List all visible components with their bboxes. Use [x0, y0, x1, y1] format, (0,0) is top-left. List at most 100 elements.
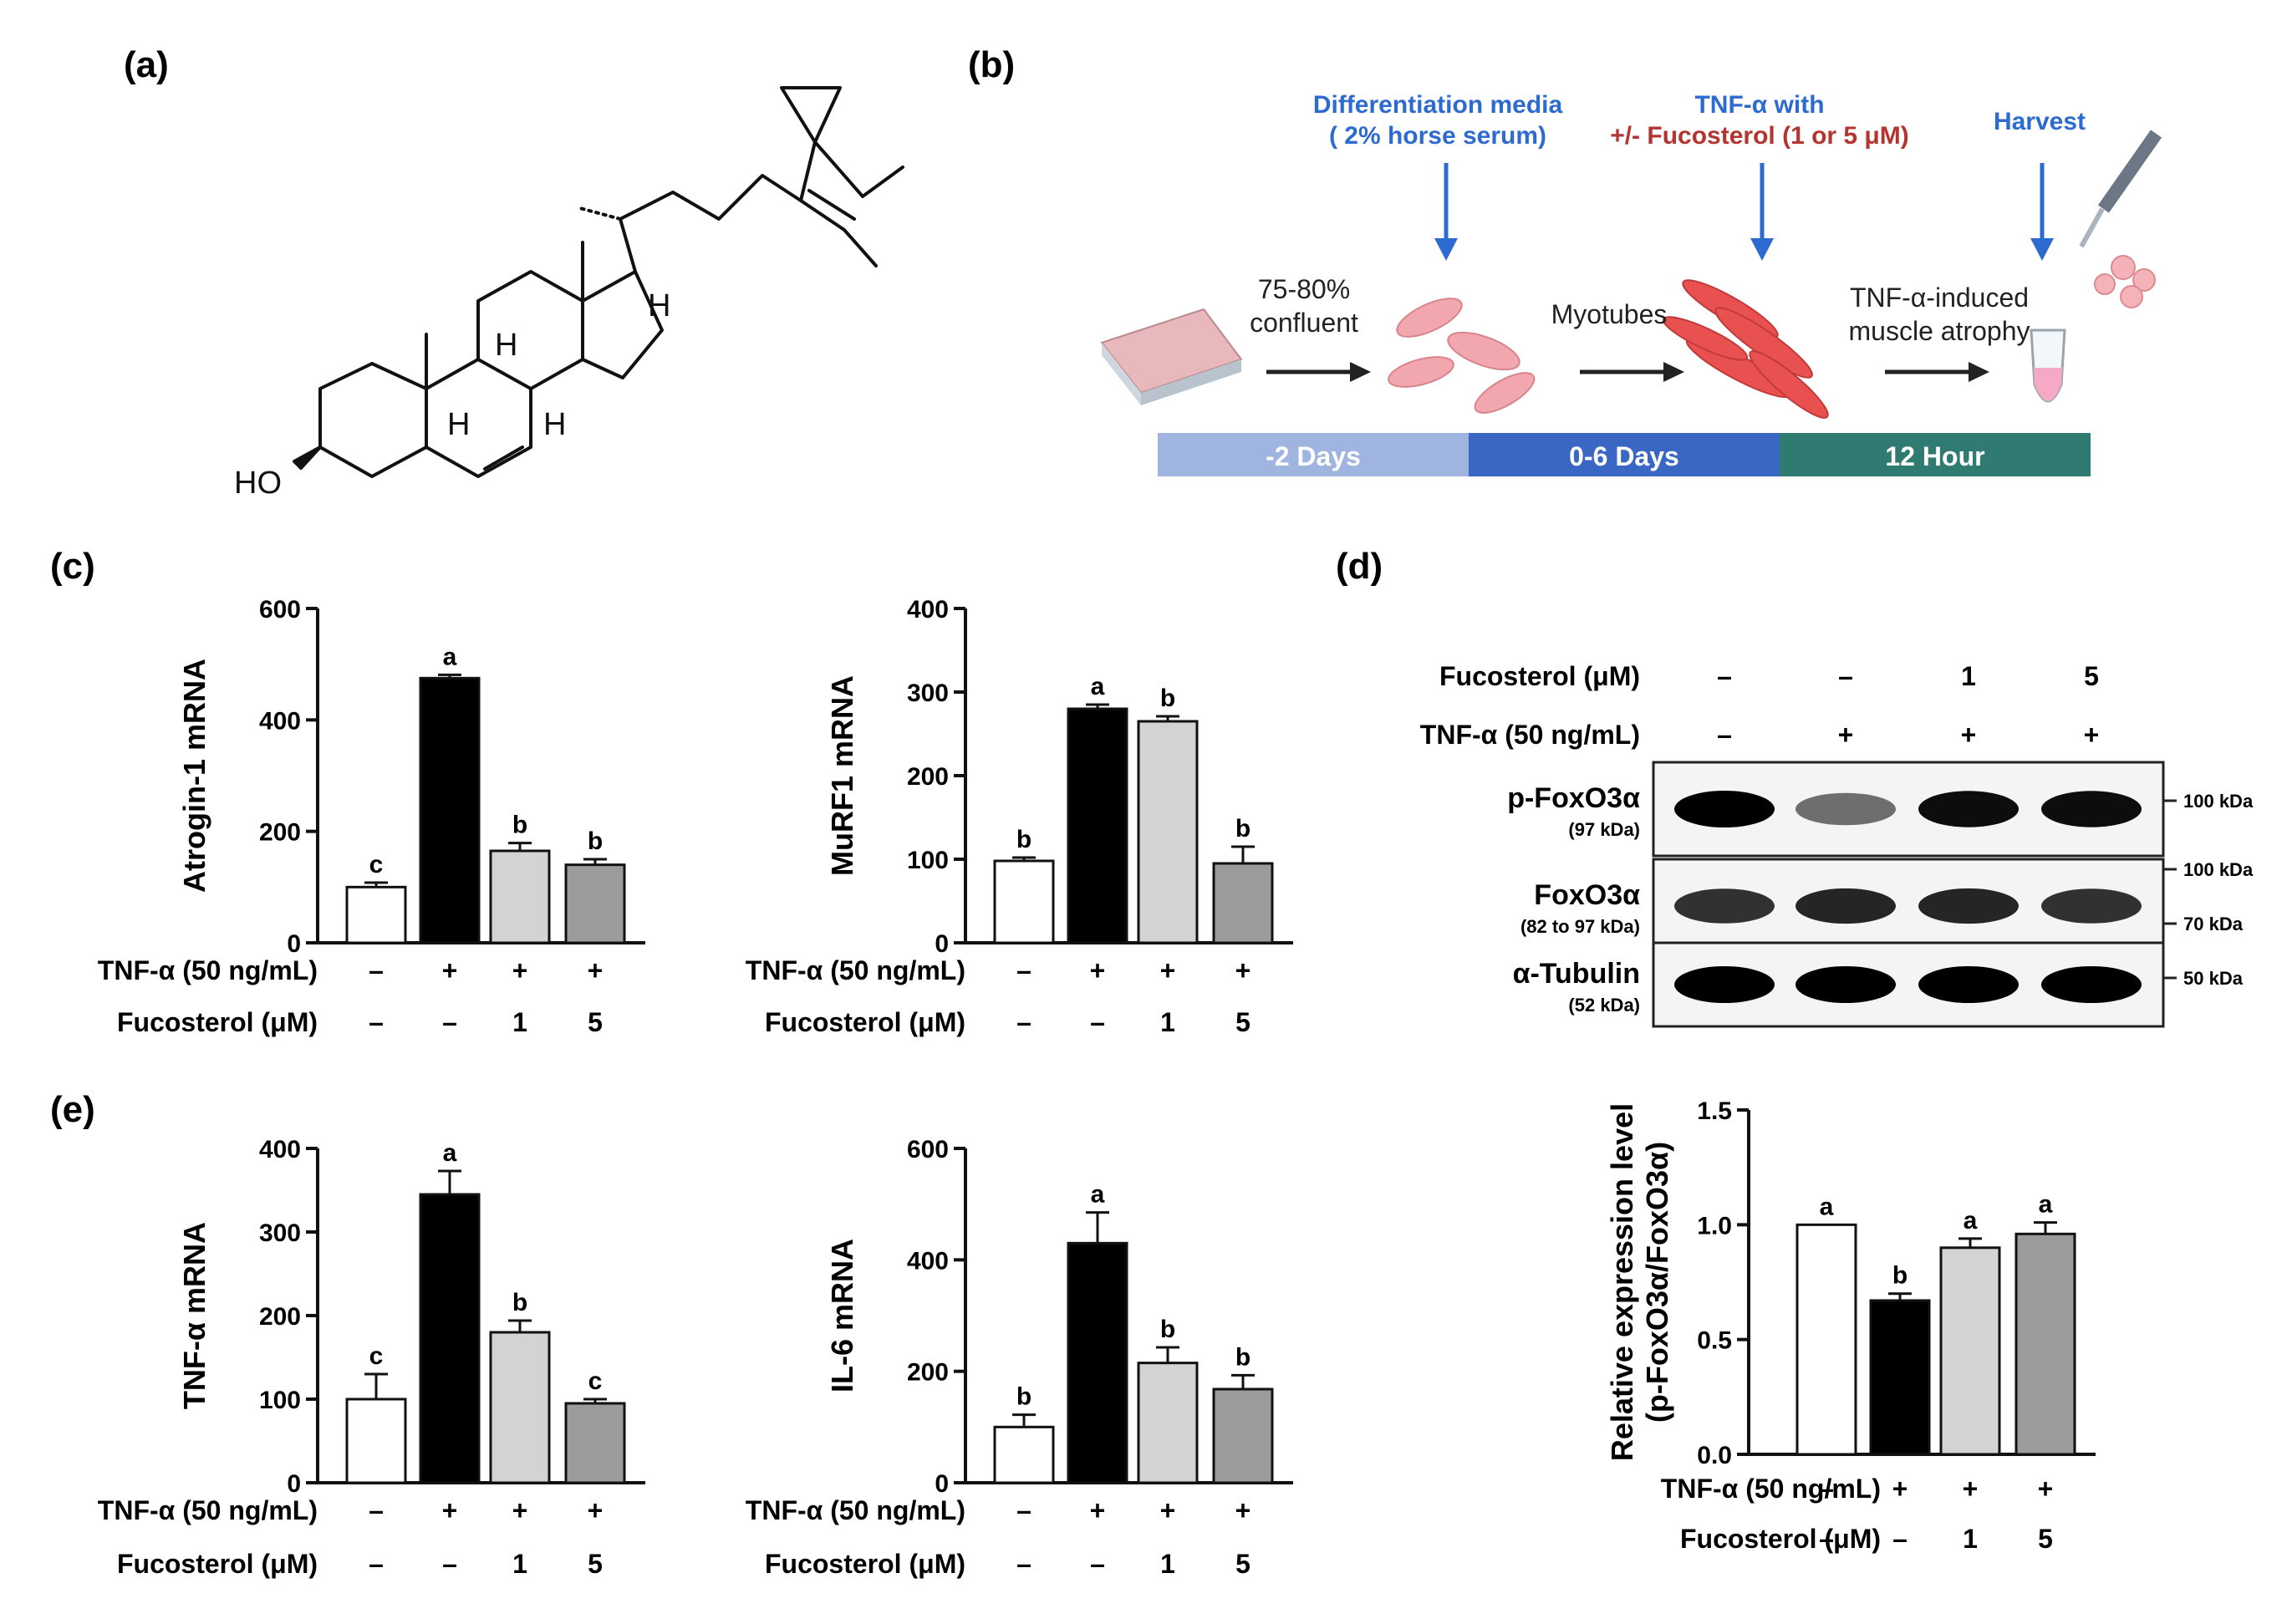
- ring-d: [581, 270, 664, 379]
- tnf-condition-value: +: [442, 955, 458, 985]
- y-tick-label: 0: [935, 930, 949, 958]
- y-tick-label: 0: [287, 930, 301, 958]
- wb-fucosterol-label: Fucosterol (μM): [1439, 661, 1640, 691]
- significance-letter: b: [1160, 685, 1175, 712]
- fucosterol-condition-value: –: [1892, 1524, 1908, 1554]
- panel-label-b: (b): [968, 44, 1015, 85]
- double-bond: [483, 445, 524, 471]
- significance-letter: c: [369, 1342, 384, 1370]
- blot-band: [1795, 792, 1896, 826]
- blot-protein-label: α-Tubulin: [1513, 958, 1640, 990]
- blot-band: [1674, 791, 1775, 827]
- timeline-label-2: 0-6 Days: [1569, 441, 1679, 471]
- y-axis-label: MuRF1 mRNA: [825, 675, 859, 876]
- diff-media-line2: ( 2% horse serum): [1329, 122, 1546, 150]
- methyl-21: [575, 206, 622, 221]
- y-tick-label: 1.5: [1697, 1097, 1732, 1125]
- ho-wedge: [293, 445, 322, 470]
- timeline-bar: -2 Days 0-6 Days 12 Hour: [1158, 433, 2091, 476]
- y-axis-label: Relative expression level: [1605, 1103, 1639, 1461]
- step2-label: Myotubes: [1551, 299, 1668, 329]
- tnf-condition-value: –: [1016, 955, 1031, 985]
- y-tick-label: 400: [259, 1136, 301, 1163]
- bar: [1067, 707, 1128, 944]
- significance-letter: b: [1892, 1262, 1908, 1290]
- bar: [489, 849, 551, 944]
- blot-size-label: (97 kDa): [1568, 819, 1640, 840]
- bar: [419, 676, 481, 944]
- marker-label: 50 kDa: [2183, 968, 2244, 989]
- wb-tnf-value: –: [1717, 720, 1732, 750]
- tnf-condition-label: TNF-α (50 ng/mL): [746, 955, 965, 985]
- significance-letter: b: [1016, 1383, 1031, 1411]
- fucosterol-condition-value: –: [1016, 1549, 1031, 1579]
- bar: [2014, 1232, 2076, 1456]
- bar: [993, 859, 1055, 944]
- tnf-condition-value: +: [1963, 1474, 1979, 1504]
- fucosterol-condition-value: 1: [512, 1549, 527, 1579]
- tnf-condition-value: –: [369, 1495, 384, 1525]
- timeline-label-3: 12 Hour: [1885, 441, 1984, 471]
- harvest-label: Harvest: [1994, 108, 2086, 135]
- fucosterol-structure: [293, 86, 904, 478]
- significance-letter: b: [1160, 1316, 1175, 1343]
- blot-band: [1918, 966, 2019, 1003]
- blot-band: [1674, 888, 1775, 924]
- y-tick-label: 300: [907, 680, 949, 707]
- fucosterol-condition-value: 5: [588, 1007, 603, 1037]
- bar: [1137, 1362, 1199, 1484]
- significance-letter: a: [443, 1139, 457, 1167]
- timeline-label-1: -2 Days: [1266, 441, 1361, 471]
- y-tick-label: 1.0: [1697, 1212, 1732, 1240]
- western-blot: Fucosterol (μM)TNF-α (50 ng/mL)–––+1+5+p…: [1420, 661, 2254, 1028]
- tnf-condition-label: TNF-α (50 ng/mL): [1661, 1474, 1881, 1504]
- wb-tnf-label: TNF-α (50 ng/mL): [1420, 720, 1640, 750]
- tnf-condition-value: +: [1892, 1474, 1908, 1504]
- y-tick-label: 300: [259, 1219, 301, 1247]
- fucosterol-condition-value: 1: [1963, 1524, 1978, 1554]
- bar: [345, 885, 407, 944]
- h-label-8: H: [495, 328, 517, 363]
- significance-letter: b: [1016, 826, 1031, 853]
- structure-labels: HO H H H H: [234, 288, 670, 501]
- y-axis-label: Atrogin-1 mRNA: [177, 659, 211, 893]
- diff-media-line1: Differentiation media: [1313, 91, 1563, 119]
- tnf-condition-value: +: [588, 1495, 604, 1525]
- fucosterol-condition-value: 5: [588, 1549, 603, 1579]
- bar: [1869, 1299, 1931, 1456]
- ethylidene-methyl: [843, 228, 878, 267]
- step3-line1: TNF-α-induced: [1850, 283, 2029, 313]
- blot-band: [2041, 966, 2142, 1003]
- tnf-condition-value: +: [512, 1495, 528, 1525]
- y-tick-label: 600: [259, 596, 301, 624]
- process-arrows: [1266, 362, 1989, 382]
- fucosterol-condition-value: 1: [1160, 1549, 1175, 1579]
- tnf-condition-value: +: [512, 955, 528, 985]
- blot-band: [1795, 888, 1896, 924]
- fucosterol-condition-label: Fucosterol (μM): [765, 1007, 965, 1037]
- significance-letter: b: [1235, 1343, 1250, 1371]
- blot-band: [2041, 791, 2142, 827]
- significance-letter: a: [1820, 1193, 1834, 1220]
- y-axis-label: IL-6 mRNA: [825, 1239, 859, 1392]
- timeline-segment-2: [1469, 433, 1780, 476]
- blue-arrows: [1434, 163, 2054, 261]
- y-tick-label: 0.0: [1697, 1442, 1732, 1469]
- y-axis-label: TNF-α mRNA: [177, 1222, 211, 1409]
- wb-fucosterol-value: 5: [2084, 661, 2099, 691]
- tnf-condition-value: –: [1016, 1495, 1031, 1525]
- significance-letter: a: [443, 643, 457, 670]
- fucosterol-condition-value: 5: [1235, 1549, 1250, 1579]
- blot-protein-label: FoxO3α: [1534, 879, 1640, 911]
- culture-plate-icon: [1100, 308, 1243, 405]
- step1-line2: confluent: [1250, 308, 1358, 338]
- tnf-condition-value: +: [442, 1495, 458, 1525]
- y-tick-label: 600: [907, 1136, 949, 1163]
- ethylidene: [799, 199, 846, 232]
- tnf-condition-label: TNF-α (50 ng/mL): [746, 1495, 965, 1525]
- fucosterol-condition-value: –: [1819, 1524, 1834, 1554]
- step3-line2: muscle atrophy: [1849, 316, 2030, 346]
- significance-letter: b: [1235, 815, 1250, 843]
